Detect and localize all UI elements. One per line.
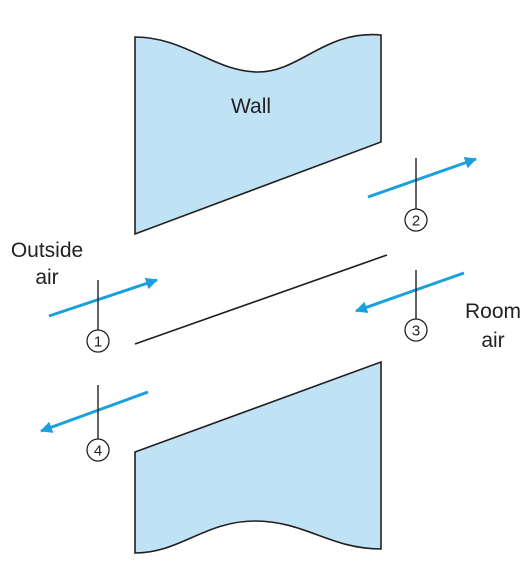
outside-air-label-line2: air (35, 266, 58, 289)
station-3-number: 3 (412, 323, 420, 340)
station-2: 2 (404, 158, 428, 232)
arrow-supply-out (367, 156, 477, 199)
arrow-room-in (355, 271, 465, 314)
room-air-label-line1: Room (465, 300, 521, 323)
station-3: 3 (404, 270, 428, 342)
outside-air-label-line1: Outside (11, 239, 83, 262)
arrow-exhaust-out (40, 390, 149, 433)
station-4-number: 4 (94, 443, 102, 460)
exchanger-plate (134, 254, 388, 345)
station-1-number: 1 (94, 334, 102, 351)
arrow-outside-in (48, 277, 158, 318)
room-air-label-line2: air (481, 329, 504, 352)
lower-wall (134, 360, 382, 554)
station-4: 4 (86, 385, 110, 462)
station-1: 1 (86, 280, 110, 353)
station-2-number: 2 (412, 213, 420, 230)
upper-wall (134, 33, 382, 236)
wall-label: Wall (231, 95, 271, 118)
